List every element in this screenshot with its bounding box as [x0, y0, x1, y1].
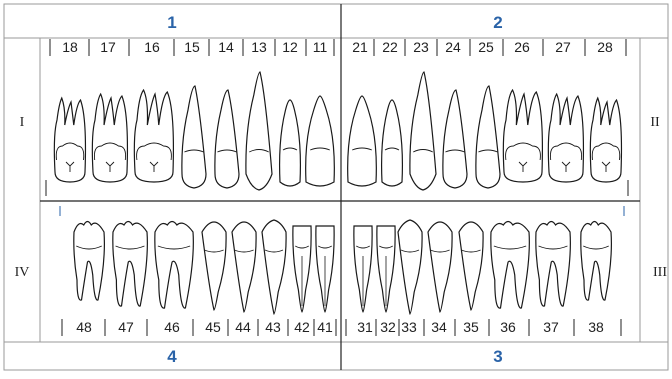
tooth-number-34: 34: [431, 319, 447, 335]
tooth-number-48: 48: [76, 319, 92, 335]
tooth-number-16: 16: [144, 39, 160, 55]
tooth-number-35: 35: [463, 319, 479, 335]
tooth-number-45: 45: [205, 319, 221, 335]
tooth-number-42: 42: [294, 319, 310, 335]
tooth-number-22: 22: [382, 39, 398, 55]
tooth-number-18: 18: [62, 39, 78, 55]
tooth-number-17: 17: [100, 39, 116, 55]
chart-frame: [4, 4, 668, 370]
tooth-number-46: 46: [164, 319, 180, 335]
tooth-number-44: 44: [235, 319, 251, 335]
tooth-number-33: 33: [401, 319, 417, 335]
roman-upper-left: II: [650, 115, 660, 130]
tooth-number-12: 12: [282, 39, 298, 55]
quadrant-4-label: 4: [167, 347, 177, 366]
roman-lower-right: IV: [15, 265, 30, 280]
tooth-number-27: 27: [555, 39, 571, 55]
roman-upper-right: I: [20, 115, 25, 130]
tooth-number-41: 41: [317, 319, 333, 335]
tooth-number-28: 28: [597, 39, 613, 55]
tooth-number-11: 11: [313, 39, 328, 55]
tooth-number-24: 24: [445, 39, 461, 55]
tooth-number-21: 21: [352, 39, 368, 55]
tooth-number-32: 32: [380, 319, 396, 335]
tooth-number-26: 26: [514, 39, 530, 55]
quadrant-3-label: 3: [493, 347, 502, 366]
tooth-number-43: 43: [265, 319, 281, 335]
tooth-number-15: 15: [184, 39, 200, 55]
tooth-number-14: 14: [218, 39, 234, 55]
tooth-number-36: 36: [500, 319, 516, 335]
tooth-number-47: 47: [118, 319, 134, 335]
roman-lower-left: III: [653, 265, 667, 280]
quadrant-1-label: 1: [167, 13, 176, 32]
tooth-number-13: 13: [251, 39, 267, 55]
tooth-number-31: 31: [357, 319, 373, 335]
tooth-number-23: 23: [413, 39, 429, 55]
tooth-number-37: 37: [543, 319, 559, 335]
tooth-number-38: 38: [588, 319, 604, 335]
quadrant-2-label: 2: [493, 13, 502, 32]
tooth-number-25: 25: [478, 39, 494, 55]
